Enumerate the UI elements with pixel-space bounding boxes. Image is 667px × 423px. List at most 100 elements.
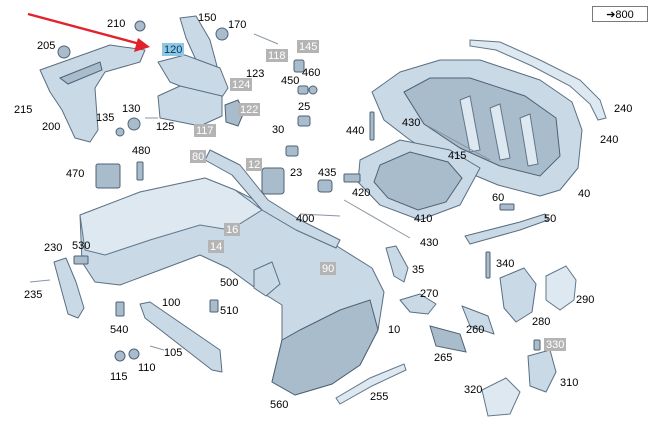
clip-530-part[interactable] — [73, 255, 89, 265]
washer-460-part[interactable] — [308, 85, 318, 95]
callout-450[interactable]: 450 — [281, 75, 299, 87]
callout-280[interactable]: 280 — [532, 316, 550, 328]
callout-118[interactable]: 118 — [268, 50, 286, 62]
housing-320-part[interactable] — [481, 377, 521, 417]
callout-105[interactable]: 105 — [164, 347, 182, 359]
clip-450-part[interactable] — [297, 85, 309, 95]
nut-210-part[interactable] — [134, 20, 146, 32]
trim-265-part[interactable] — [429, 325, 467, 353]
callout-260[interactable]: 260 — [466, 324, 484, 336]
trim-260-part[interactable] — [461, 305, 495, 335]
callout-12[interactable]: 12 — [248, 159, 260, 171]
callout-10[interactable]: 10 — [388, 324, 400, 336]
callout-290[interactable]: 290 — [576, 294, 594, 306]
callout-500[interactable]: 500 — [220, 277, 238, 289]
callout-205[interactable]: 205 — [37, 40, 55, 52]
screw-330-part[interactable] — [533, 339, 541, 351]
callout-16[interactable]: 16 — [226, 224, 238, 236]
callout-510[interactable]: 510 — [220, 305, 238, 317]
callout-50[interactable]: 50 — [544, 213, 556, 225]
callout-240a[interactable]: 240 — [614, 103, 632, 115]
callout-124[interactable]: 124 — [232, 79, 250, 91]
reference-800-button[interactable]: ➔800 — [592, 6, 648, 22]
callout-460[interactable]: 460 — [302, 67, 320, 79]
callout-430b[interactable]: 430 — [420, 237, 438, 249]
reinforcement-bracket-part[interactable] — [204, 149, 341, 249]
clip-25-part[interactable] — [293, 59, 305, 73]
callout-480[interactable]: 480 — [132, 145, 150, 157]
callout-40[interactable]: 40 — [578, 188, 590, 200]
callout-122[interactable]: 122 — [240, 104, 258, 116]
callout-215[interactable]: 215 — [14, 104, 32, 116]
callout-530[interactable]: 530 — [72, 240, 90, 252]
callout-14[interactable]: 14 — [210, 241, 222, 253]
callout-110[interactable]: 110 — [138, 362, 156, 374]
clip-420-part[interactable] — [343, 173, 361, 183]
callout-25[interactable]: 25 — [298, 101, 310, 113]
callout-265[interactable]: 265 — [434, 352, 452, 364]
clip-30-part[interactable] — [297, 115, 311, 127]
strip-255-part[interactable] — [335, 363, 407, 405]
callout-320[interactable]: 320 — [464, 384, 482, 396]
callout-255[interactable]: 255 — [370, 391, 388, 403]
callout-540[interactable]: 540 — [110, 324, 128, 336]
bracket-35-part[interactable] — [385, 245, 409, 283]
callout-23[interactable]: 23 — [290, 167, 302, 179]
callout-435[interactable]: 435 — [318, 167, 336, 179]
ring-290-part[interactable] — [545, 265, 577, 311]
callout-270[interactable]: 270 — [420, 288, 438, 300]
clip-510-part[interactable] — [209, 299, 219, 313]
bracket-280-part[interactable] — [499, 267, 537, 323]
callout-145[interactable]: 145 — [299, 41, 317, 53]
callout-415[interactable]: 415 — [448, 150, 466, 162]
callout-35[interactable]: 35 — [412, 264, 424, 276]
callout-310[interactable]: 310 — [560, 377, 578, 389]
clip-480-part[interactable] — [136, 161, 144, 181]
washer-135-part[interactable] — [115, 127, 125, 137]
callout-470[interactable]: 470 — [66, 168, 84, 180]
callout-100[interactable]: 100 — [162, 297, 180, 309]
callout-330[interactable]: 330 — [546, 339, 564, 351]
callout-210[interactable]: 210 — [107, 18, 125, 30]
callout-115[interactable]: 115 — [110, 371, 128, 383]
callout-400[interactable]: 400 — [296, 213, 314, 225]
callout-150[interactable]: 150 — [198, 12, 216, 24]
strip-50-part[interactable] — [464, 213, 549, 245]
callout-430a[interactable]: 430 — [402, 117, 420, 129]
callout-200[interactable]: 200 — [42, 121, 60, 133]
clip-60-part[interactable] — [499, 203, 515, 211]
clip-23-part[interactable] — [285, 145, 299, 157]
callout-80[interactable]: 80 — [192, 151, 204, 163]
callout-120[interactable]: 120 — [164, 44, 182, 56]
bracket-310-part[interactable] — [527, 349, 557, 393]
callout-130[interactable]: 130 — [122, 103, 140, 115]
callout-117[interactable]: 117 — [196, 125, 214, 137]
clip-540-part[interactable] — [115, 301, 125, 317]
bracket-270-part[interactable] — [399, 293, 437, 315]
washer-170-part[interactable] — [215, 27, 229, 41]
callout-410[interactable]: 410 — [414, 213, 432, 225]
module-470-part[interactable] — [95, 163, 121, 189]
clip-12-part[interactable] — [261, 167, 285, 195]
callout-235[interactable]: 235 — [24, 289, 42, 301]
callout-230[interactable]: 230 — [44, 242, 62, 254]
sensor-435-part[interactable] — [317, 179, 333, 193]
callout-60[interactable]: 60 — [492, 192, 504, 204]
bracket-500-part[interactable] — [253, 261, 281, 297]
trim-strip-240-part[interactable] — [469, 39, 607, 121]
pin-440-part[interactable] — [369, 111, 375, 141]
pin-340-part[interactable] — [485, 251, 491, 279]
callout-170[interactable]: 170 — [228, 19, 246, 31]
mount-117-part[interactable] — [157, 85, 223, 127]
callout-135[interactable]: 135 — [96, 112, 114, 124]
nut-115-part[interactable] — [114, 350, 126, 362]
callout-240b[interactable]: 240 — [600, 134, 618, 146]
callout-420[interactable]: 420 — [352, 187, 370, 199]
callout-440[interactable]: 440 — [346, 125, 364, 137]
callout-560[interactable]: 560 — [270, 399, 288, 411]
bracket-230-part[interactable] — [53, 257, 85, 319]
washer-110-part[interactable] — [128, 348, 140, 360]
washer-205-part[interactable] — [57, 45, 71, 59]
callout-340[interactable]: 340 — [496, 258, 514, 270]
bracket-120-part[interactable] — [157, 54, 229, 101]
